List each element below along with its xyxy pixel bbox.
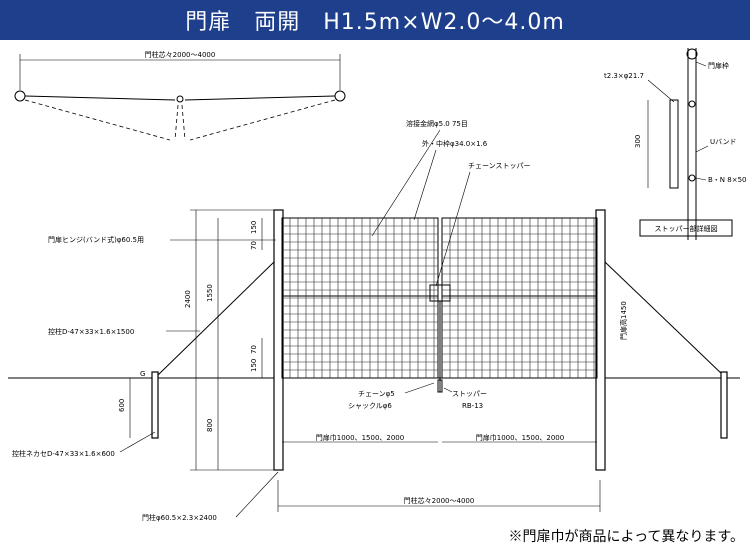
brace-left (156, 261, 275, 377)
plan-leaf-left-closed (24, 95, 176, 101)
detail-stopper-bar (669, 99, 679, 189)
anchor-right (720, 371, 728, 439)
plan-swing-arc-left (174, 104, 179, 141)
dim-800: 800 (206, 419, 214, 432)
plan-swing-arc-right (181, 104, 186, 141)
plan-leaf-right-swing (189, 99, 336, 141)
width-left-label: 門扉巾1000、1500、2000 (316, 433, 404, 442)
detail-bolt-leader (695, 177, 707, 181)
detail-frame-leader (695, 61, 707, 67)
detail-pipe-leader (647, 79, 675, 103)
detail-pipe-label: t2.3×φ21.7 (604, 72, 644, 80)
detail-caption-box (639, 219, 733, 237)
chain-label: チェーンφ5 (358, 390, 395, 398)
detail-bolt-label: B・N 8×50 (708, 176, 747, 184)
shackle-label: シャックルφ6 (348, 402, 392, 410)
brace-right (604, 261, 725, 377)
mesh-leader (371, 129, 441, 237)
anchor-label: 控柱ネカセD-47×33×1.6×600 (12, 449, 115, 458)
hinge-label: 門扉ヒンジ(バンド式)φ60.5用 (48, 235, 144, 244)
stopper-foot (437, 379, 443, 393)
gate-height-label: 門扉高1450 (619, 301, 628, 340)
detail-dim-300: 300 (634, 135, 642, 148)
plan-span-label: 門柱芯々2000〜4000 (145, 50, 216, 59)
plan-center-stopper (176, 95, 184, 103)
chain-stopper-leader (435, 171, 471, 287)
plan-leaf-left-swing (24, 99, 171, 141)
stopper-leader (443, 387, 453, 393)
ground-mark: G (140, 370, 145, 378)
frame-leader (413, 149, 437, 221)
stopper-detail: 門扉枠 t2.3×φ21.7 300 Uバンド B・N 8×50 ストッパー部詳… (604, 48, 747, 240)
detail-top-clamp (686, 48, 698, 60)
dim-2400: 2400 (184, 290, 192, 308)
detail-band-label: Uバンド (710, 138, 736, 146)
footnote: ※門扉巾が商品によって異なります。 (508, 529, 744, 545)
brace-label: 控柱D-47×33×1.6×1500 (48, 327, 134, 336)
dim-70-upper: 70 (250, 241, 258, 250)
anchor-left (151, 371, 159, 439)
chain-stopper-box (429, 284, 451, 302)
plan-leaf-right-closed (184, 95, 336, 101)
detail-upper-band (688, 100, 696, 108)
stopper-label: ストッパー (452, 390, 487, 398)
width-right-label: 門扉巾1000、1500、2000 (476, 433, 564, 442)
detail-frame-label: 門扉枠 (708, 61, 729, 70)
detail-caption: ストッパー部詳細図 (655, 224, 718, 233)
post-leader (235, 471, 279, 518)
plan-view: 門柱芯々2000〜4000 (14, 50, 346, 141)
dim-600: 600 (118, 399, 126, 412)
chain-stopper-label: チェーンストッパー (468, 162, 531, 170)
dim-1550: 1550 (206, 284, 214, 302)
frame-label: 外・中枠φ34.0×1.6 (422, 139, 488, 148)
page-title: 門扉 両開 H1.5m×W2.0〜4.0m (185, 10, 565, 35)
rb-label: RB-13 (462, 402, 483, 410)
front-elevation: 2400 1550 800 600 70 150 70 150 門扉高1450 … (8, 119, 740, 522)
detail-band-leader (695, 145, 709, 153)
dim-150-upper: 150 (250, 221, 258, 234)
chain-leader (404, 382, 435, 394)
welded-mesh (282, 218, 597, 378)
gate-drawing: 門柱芯々2000〜4000 門扉枠 t2.3×φ21.7 300 U (8, 48, 747, 522)
title-banner: 門扉 両開 H1.5m×W2.0〜4.0m (0, 0, 750, 40)
plan-post-right (334, 90, 346, 102)
detail-lower-band (688, 174, 696, 182)
plan-post-left (14, 90, 26, 102)
post-label: 門柱φ60.5×2.3×2400 (142, 513, 217, 522)
span-label: 門柱芯々2000〜4000 (404, 496, 475, 505)
anchor-leader (119, 431, 156, 453)
dim-150-lower: 150 (250, 359, 258, 372)
mesh-label: 溶接金網φ5.0 75目 (406, 119, 468, 128)
post-left (273, 209, 284, 471)
dim-70-lower: 70 (250, 345, 258, 354)
post-right (595, 209, 606, 471)
